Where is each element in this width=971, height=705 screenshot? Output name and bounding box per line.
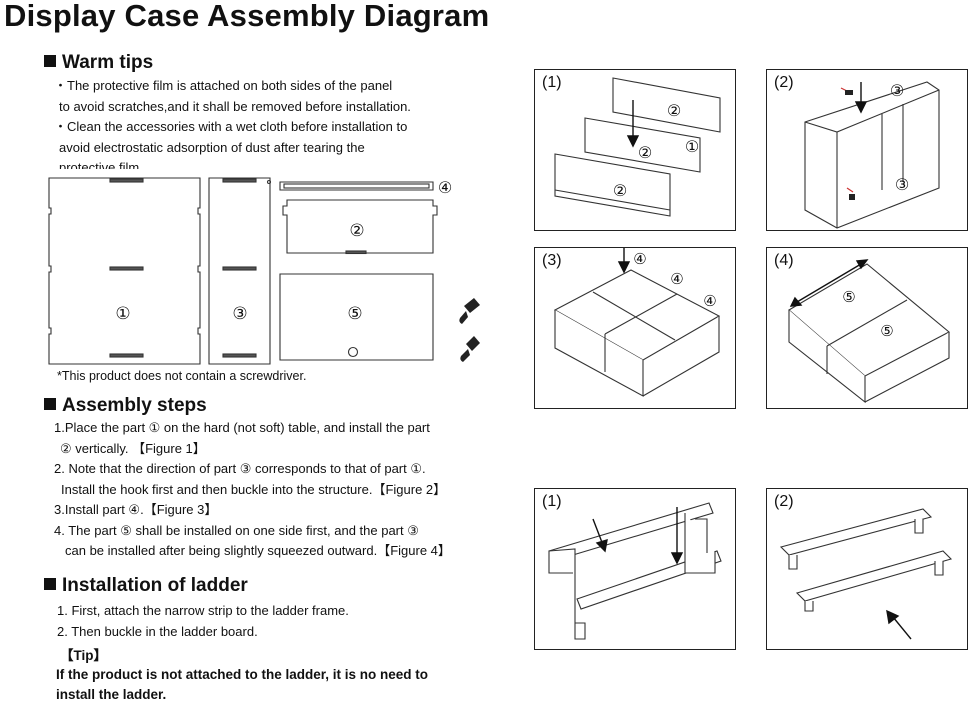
step-line: can be installed after being slightly sq…: [65, 543, 451, 558]
step-line: ② vertically. 【Figure 1】: [60, 440, 206, 456]
figure-2: (2) ③ ③: [766, 69, 968, 231]
figure-label: (1): [542, 74, 562, 91]
section-bullet-icon: [44, 398, 56, 410]
ladder-figure-2: (2): [766, 488, 968, 650]
screwdriver-note: *This product does not contain a screwdr…: [57, 369, 307, 383]
arrow-icon: [886, 609, 912, 640]
ladder-text: 1. First, attach the narrow strip to the…: [57, 601, 349, 642]
ladder-figure-1: (1): [534, 488, 736, 650]
figure-1: (1) ② ② ① ②: [534, 69, 736, 231]
figure-3: (3) ④ ④ ④: [534, 247, 736, 409]
step-line: 3.Install part ④.【Figure 3】: [54, 502, 218, 517]
tip-line: avoid electrostatic adsorption of dust a…: [59, 139, 365, 155]
figure-4: (4) ⑤ ⑤: [766, 247, 968, 409]
part-1-label: ①: [115, 304, 130, 324]
part-5-label: ⑤: [842, 288, 855, 306]
figure-label: (3): [542, 252, 562, 269]
figure-label: (4): [774, 252, 794, 269]
tip-line: protective film.: [59, 160, 143, 169]
part-4-strip: [279, 181, 434, 191]
figure-label: (2): [774, 493, 794, 510]
part-1-label: ①: [685, 137, 699, 156]
part-5-label: ⑤: [347, 304, 362, 324]
part-3-label: ③: [232, 304, 247, 324]
parts-diagram: ① ③ ④ ② ⑤: [48, 177, 480, 365]
part-4-label: ④: [670, 270, 683, 288]
figure-label: (2): [774, 74, 794, 91]
assembly-steps-text: 1.Place the part ① on the hard (not soft…: [54, 418, 451, 562]
tip-label: 【Tip】: [60, 648, 107, 663]
hook-icon: [845, 90, 853, 95]
step-line: 1.Place the part ① on the hard (not soft…: [54, 420, 430, 435]
screw-icon: [460, 336, 480, 362]
tip-text-line: If the product is not attached to the la…: [56, 667, 429, 682]
arrow-icon: [592, 518, 608, 553]
part-4-label: ④: [703, 292, 716, 310]
tip-text: If the product is not attached to the la…: [56, 665, 428, 705]
assembly-steps-heading: Assembly steps: [44, 395, 207, 417]
arrow-icon: [854, 82, 868, 114]
page-title: Display Case Assembly Diagram: [4, 0, 490, 33]
part-2-label: ②: [667, 101, 681, 120]
part-5-panel: [279, 273, 434, 361]
warm-tips-title: Warm tips: [62, 52, 154, 73]
ladder-line: 2. Then buckle in the ladder board.: [57, 623, 258, 639]
double-arrow-icon: [789, 259, 869, 307]
tip-line: ・Clean the accessories with a wet cloth …: [54, 119, 408, 134]
section-bullet-icon: [44, 55, 56, 67]
hook-icon: [849, 194, 855, 200]
tip-line: to avoid scratches,and it shall be remov…: [59, 98, 411, 114]
step-line: Install the hook first and then buckle i…: [61, 481, 447, 497]
arrow-icon: [617, 248, 631, 274]
screw-icon: [459, 298, 480, 324]
warm-tips-heading: Warm tips: [44, 52, 153, 74]
ladder-heading: Installation of ladder: [44, 575, 248, 597]
part-2-label: ②: [613, 181, 627, 200]
warm-tips-text: ・The protective film is attached on both…: [54, 76, 411, 169]
part-5-label: ⑤: [880, 322, 893, 340]
part-3-label: ③: [890, 81, 904, 100]
part-4-label: ④: [633, 250, 646, 268]
part-2-label: ②: [638, 143, 652, 162]
section-bullet-icon: [44, 578, 56, 590]
part-2-label: ②: [349, 221, 364, 241]
ladder-line: 1. First, attach the narrow strip to the…: [57, 603, 349, 618]
tip-line: ・The protective film is attached on both…: [54, 78, 393, 93]
part-3-panel: [208, 177, 271, 365]
arrow-icon: [626, 100, 640, 148]
step-line: 4. The part ⑤ shall be installed on one …: [54, 522, 419, 538]
assembly-steps-title: Assembly steps: [62, 395, 207, 416]
part-3-label: ③: [895, 175, 909, 194]
part-2-panel: [282, 199, 438, 254]
tip-text-line: install the ladder.: [56, 687, 167, 702]
step-line: 2. Note that the direction of part ③ cor…: [54, 461, 426, 476]
arrow-icon: [670, 507, 684, 565]
ladder-title: Installation of ladder: [62, 575, 248, 596]
part-4-label: ④: [438, 178, 452, 197]
part-1-panel: [48, 177, 201, 365]
figure-label: (1): [542, 493, 562, 510]
